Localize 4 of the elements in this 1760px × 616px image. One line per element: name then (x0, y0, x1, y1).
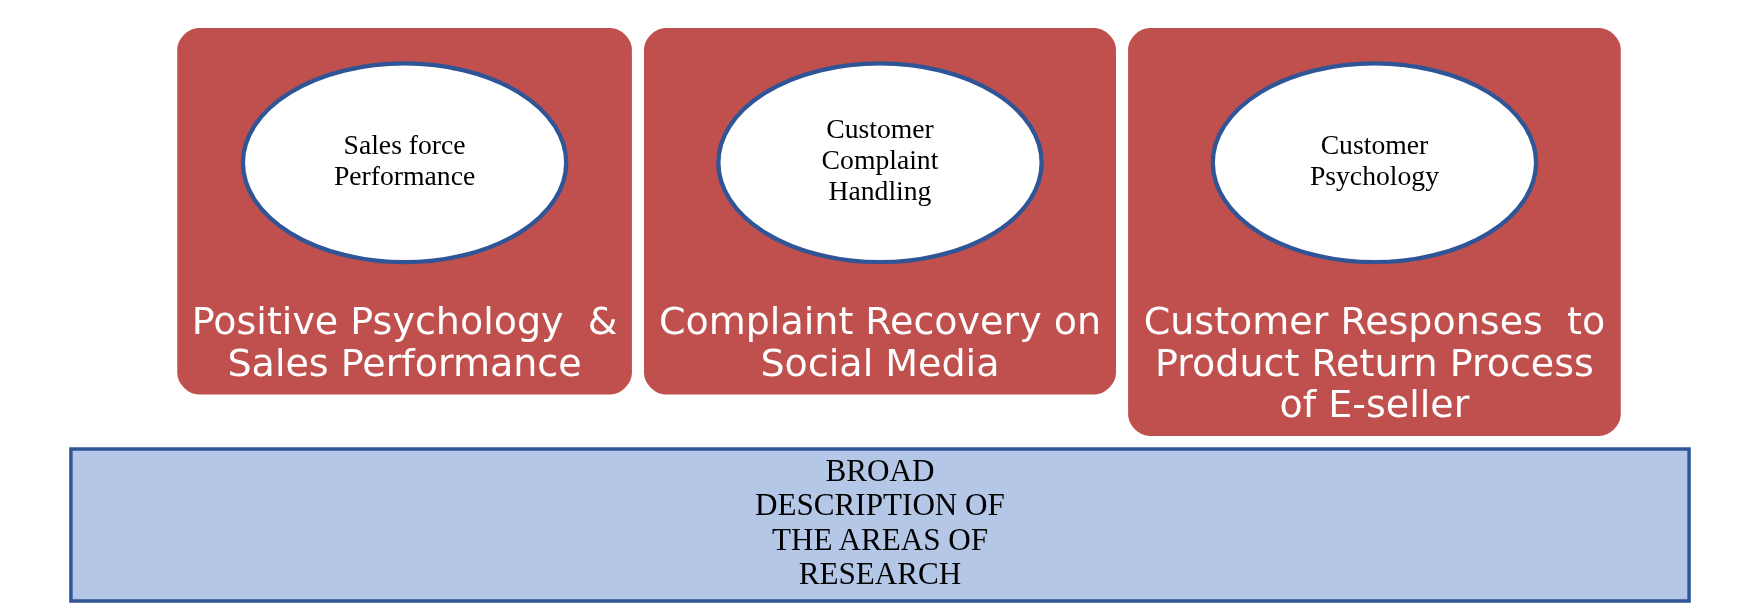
node-ellipse: Customer Psychology (1210, 61, 1539, 265)
node-ellipse: Sales force Performance (240, 61, 569, 265)
node-ellipse: Customer Complaint Handling (716, 61, 1044, 265)
node-box: BROAD DESCRIPTION OF THE AREAS OF RESEARCH (69, 447, 1691, 603)
